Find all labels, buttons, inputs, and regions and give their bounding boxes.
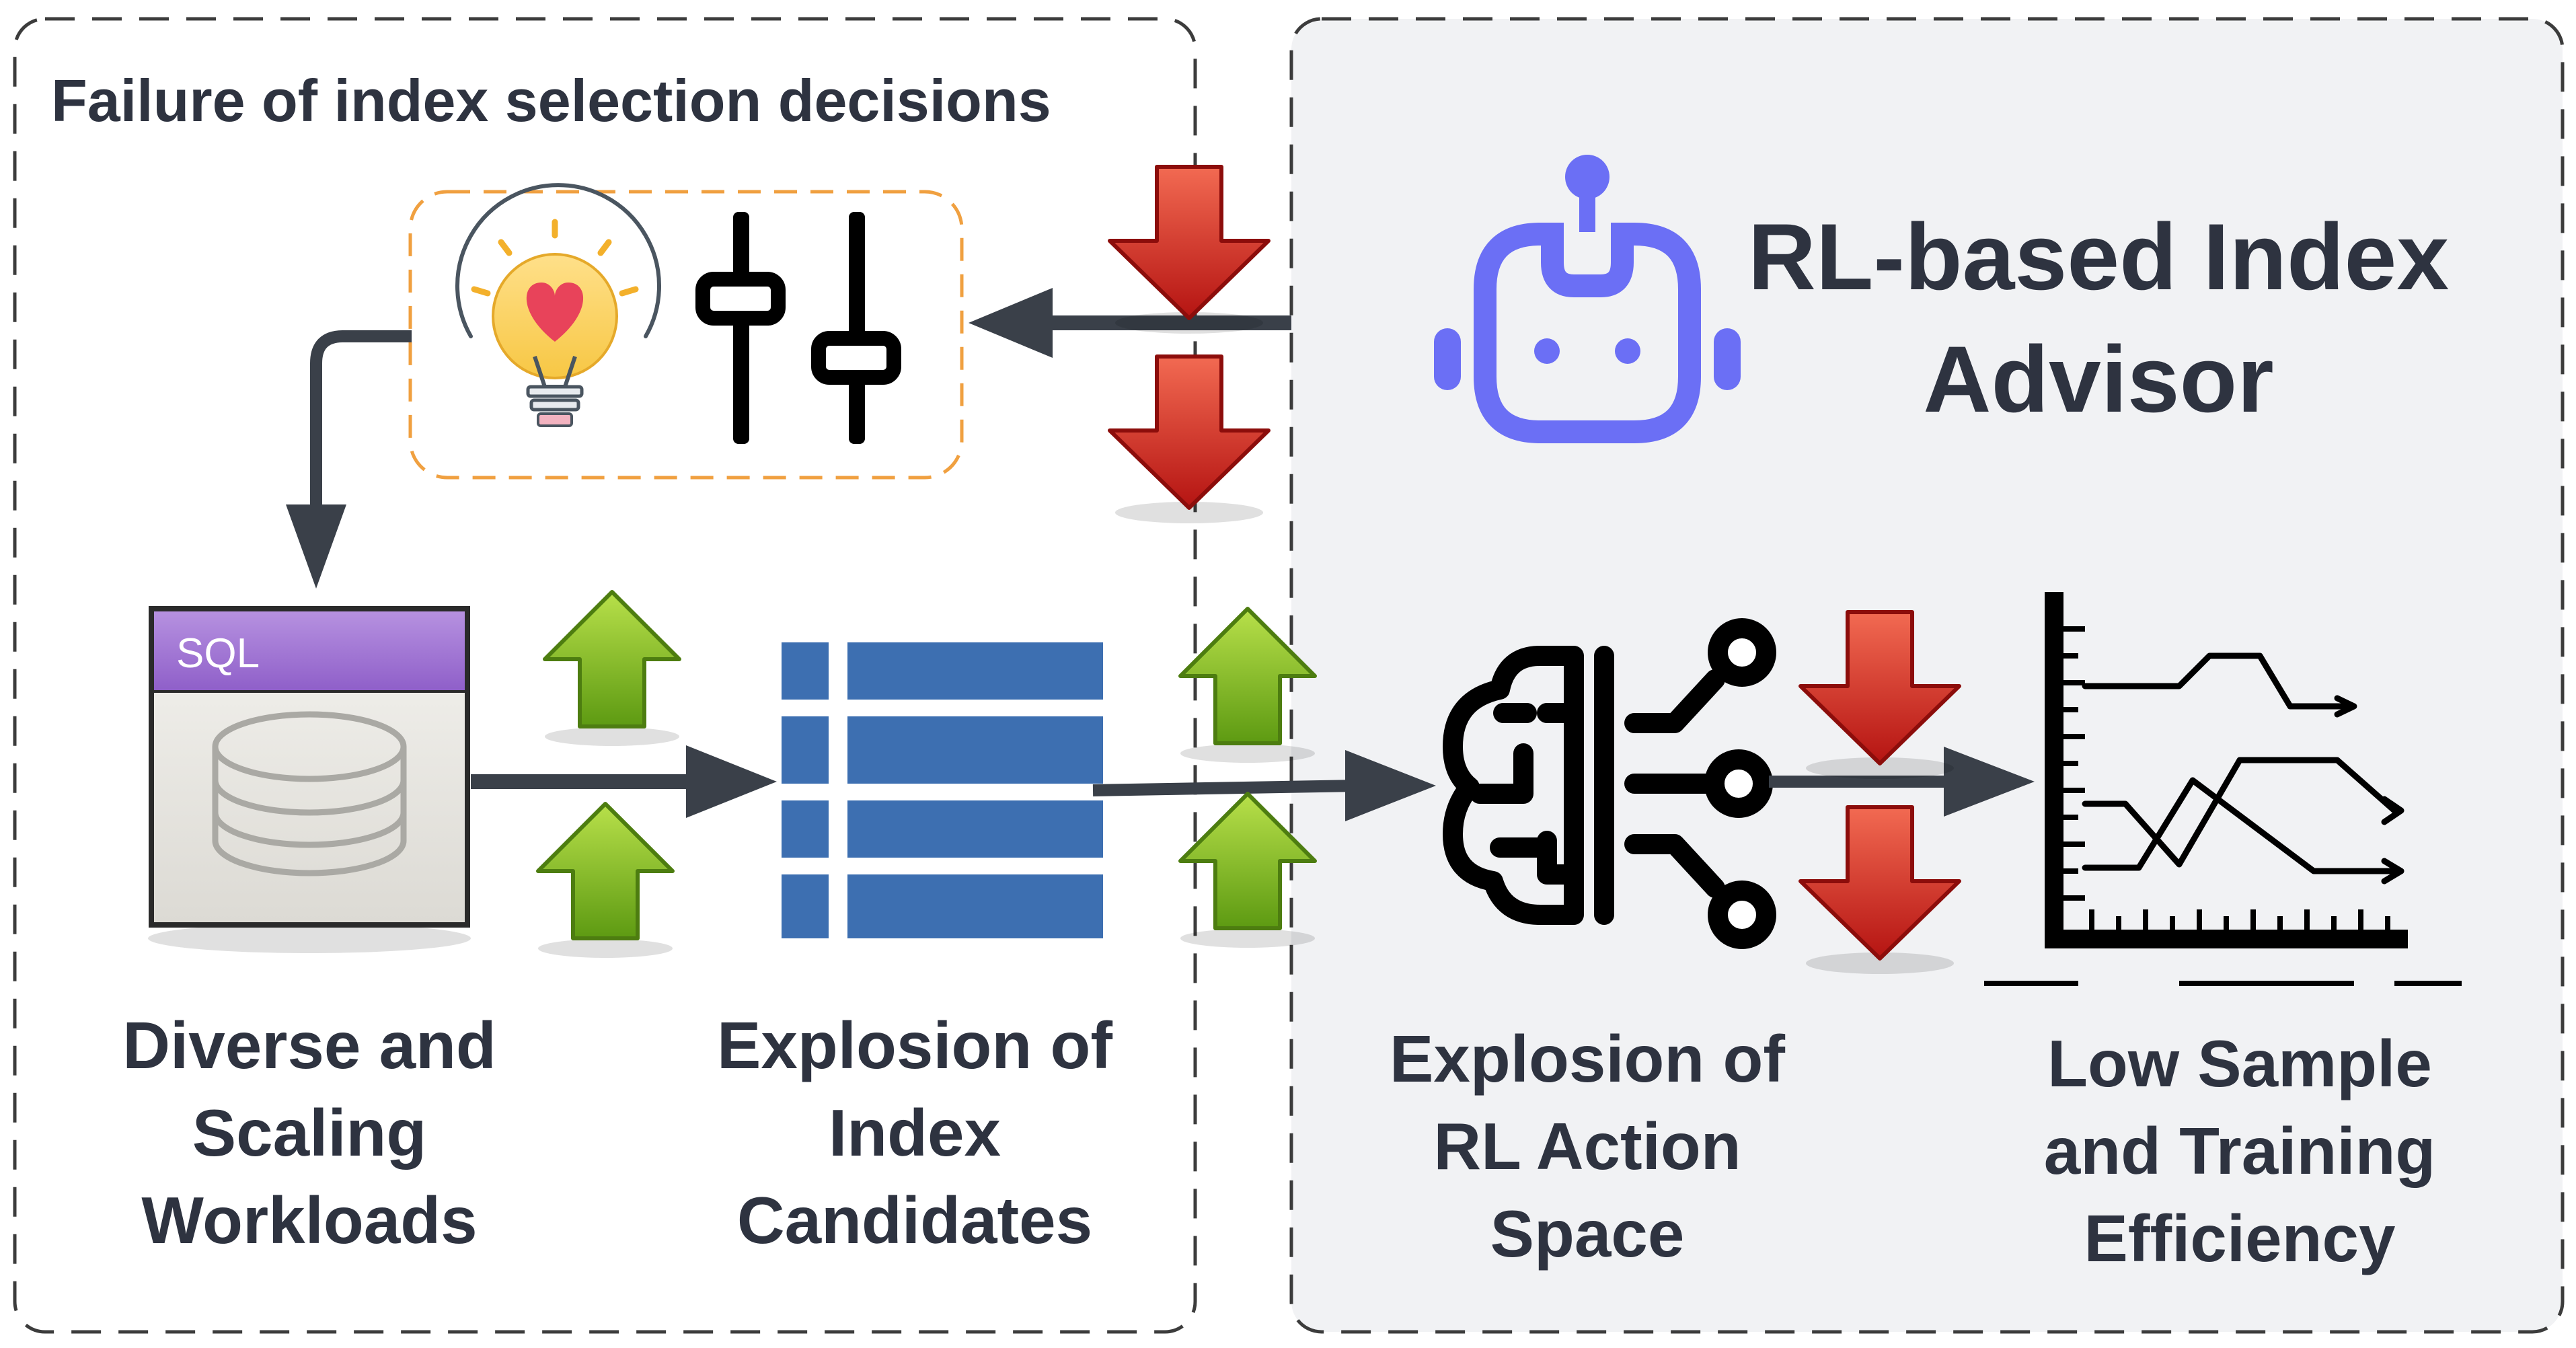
index-candidates-label: Explosion of Index Candidates [717,1008,1112,1257]
panel-title: Failure of index selection decisions [51,67,1051,134]
candidates-to-action-arrow [1092,750,1436,821]
green-up-arrow-icon [545,592,679,746]
lightbulb-heart-icon [455,183,661,427]
advisor-title-line1: RL-based Index [1748,204,2449,309]
efficiency-label: Low Sample and Training Efficiency [2043,1026,2436,1275]
training-chart-icon [1984,592,2462,986]
brain-circuit-icon [1443,618,1776,949]
sql-window: SQL [148,606,471,953]
sliders-icon [695,212,901,444]
red-down-arrow-icon [1110,167,1268,334]
action-space-label: Explosion of RL Action Space [1390,1022,1785,1271]
feedback-connector [286,330,412,589]
robot-icon [1434,155,1741,443]
advisor-title-line2: Advisor [1923,326,2273,432]
red-down-arrow-icon [1110,357,1268,523]
workload-to-candidates-arrow [471,745,777,818]
database-icon [212,711,407,876]
workloads-label: Diverse and Scaling Workloads [122,1008,496,1257]
index-table-icon [782,642,1103,938]
sql-window-title: SQL [176,630,260,677]
action-to-efficiency-arrow [1769,747,2035,817]
green-up-arrow-icon [538,804,673,958]
